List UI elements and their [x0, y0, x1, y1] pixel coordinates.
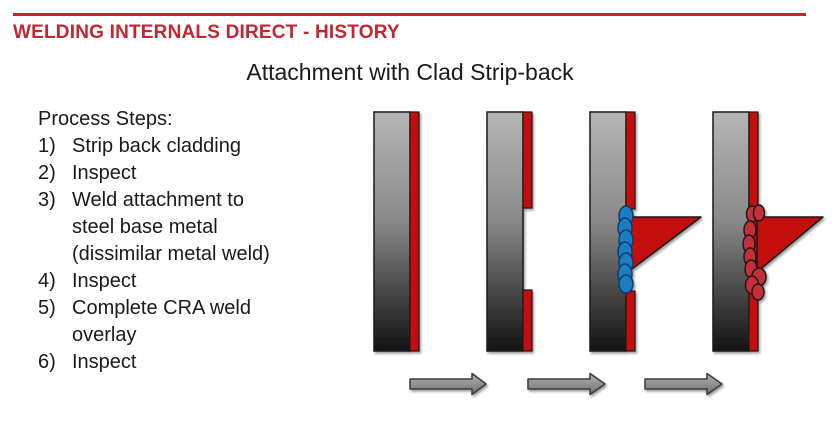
stage-2-strip-back: [486, 111, 533, 352]
step-number: 5): [38, 297, 56, 319]
attachment-triangle: [627, 216, 702, 273]
weld-bead: [752, 204, 766, 222]
weld-bead: [618, 274, 634, 294]
base-metal-plate: [373, 111, 411, 352]
base-metal-plate: [712, 111, 750, 352]
process-step-6: 6) Inspect: [38, 349, 270, 376]
step-text: Inspect: [72, 351, 137, 373]
stage-1-clad-plate: [373, 111, 420, 352]
stage-3-attachment-weld: [589, 111, 702, 352]
step-text: Weld attachment to steel base metal (dis…: [72, 189, 270, 265]
step-text: Complete CRA weld overlay: [72, 297, 251, 346]
step-number: 1): [38, 135, 56, 157]
process-steps-list: Process Steps: 1) Strip back cladding 2)…: [38, 106, 270, 376]
step-number: 6): [38, 351, 56, 373]
step-number: 3): [38, 189, 56, 211]
process-steps-heading: Process Steps:: [38, 108, 173, 130]
weld-bead: [751, 283, 765, 301]
arrow-right-icon: [644, 372, 723, 396]
step-text: Inspect: [72, 270, 137, 292]
step-number: 2): [38, 162, 56, 184]
dissimilar-weld-beads-blue: [617, 205, 634, 294]
page-title: WELDING INTERNALS DIRECT - HISTORY: [13, 22, 400, 43]
clad-layer: [409, 111, 420, 352]
process-step-4: 4) Inspect: [38, 268, 270, 295]
attachment-triangle: [756, 216, 824, 273]
process-step-3: 3) Weld attachment to steel base metal (…: [38, 187, 270, 268]
step-number: 4): [38, 270, 56, 292]
base-metal-plate: [486, 111, 524, 352]
process-step-1: 1) Strip back cladding: [38, 133, 270, 160]
process-step-5: 5) Complete CRA weld overlay: [38, 295, 270, 349]
step-text: Inspect: [72, 162, 137, 184]
clad-layer-upper: [625, 111, 636, 210]
process-step-2: 2) Inspect: [38, 160, 270, 187]
clad-layer-upper: [522, 111, 533, 209]
cra-overlay-beads-red: [742, 204, 767, 301]
arrow-right-icon: [527, 372, 606, 396]
stage-4-overlay-complete: [712, 111, 824, 352]
step-text: Strip back cladding: [72, 135, 241, 157]
clad-layer-lower: [522, 289, 533, 352]
arrow-right-icon: [409, 372, 487, 396]
clad-layer-lower: [625, 290, 636, 352]
diagram-title: Attachment with Clad Strip-back: [246, 59, 574, 85]
header-rule: [13, 13, 806, 16]
process-flow-arrows: [409, 372, 723, 396]
